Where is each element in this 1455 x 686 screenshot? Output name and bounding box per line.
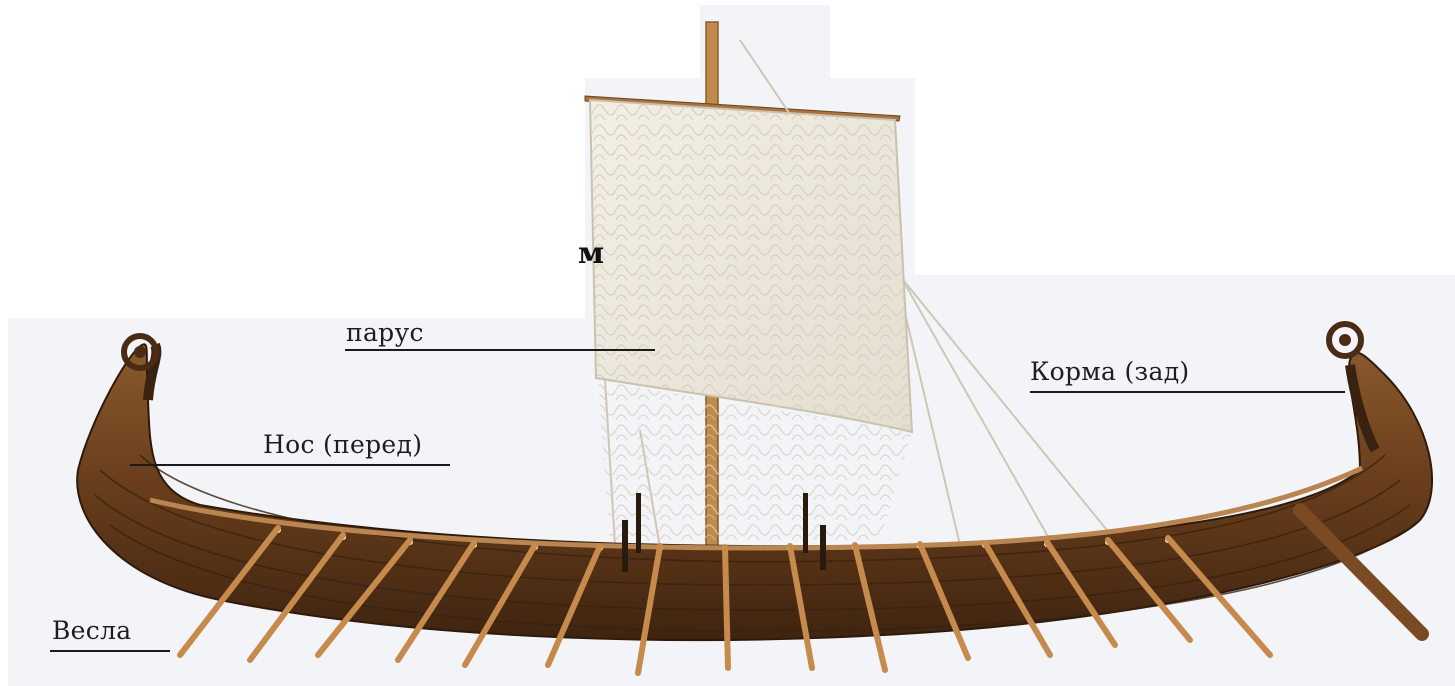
sail (590, 100, 912, 540)
label-bow: Нос (перед) (263, 430, 422, 459)
partial-text-fragment: м (578, 236, 604, 271)
label-stern: Корма (зад) (1030, 357, 1189, 386)
label-sail: парус (346, 318, 424, 347)
label-oars: Весла (52, 616, 131, 645)
